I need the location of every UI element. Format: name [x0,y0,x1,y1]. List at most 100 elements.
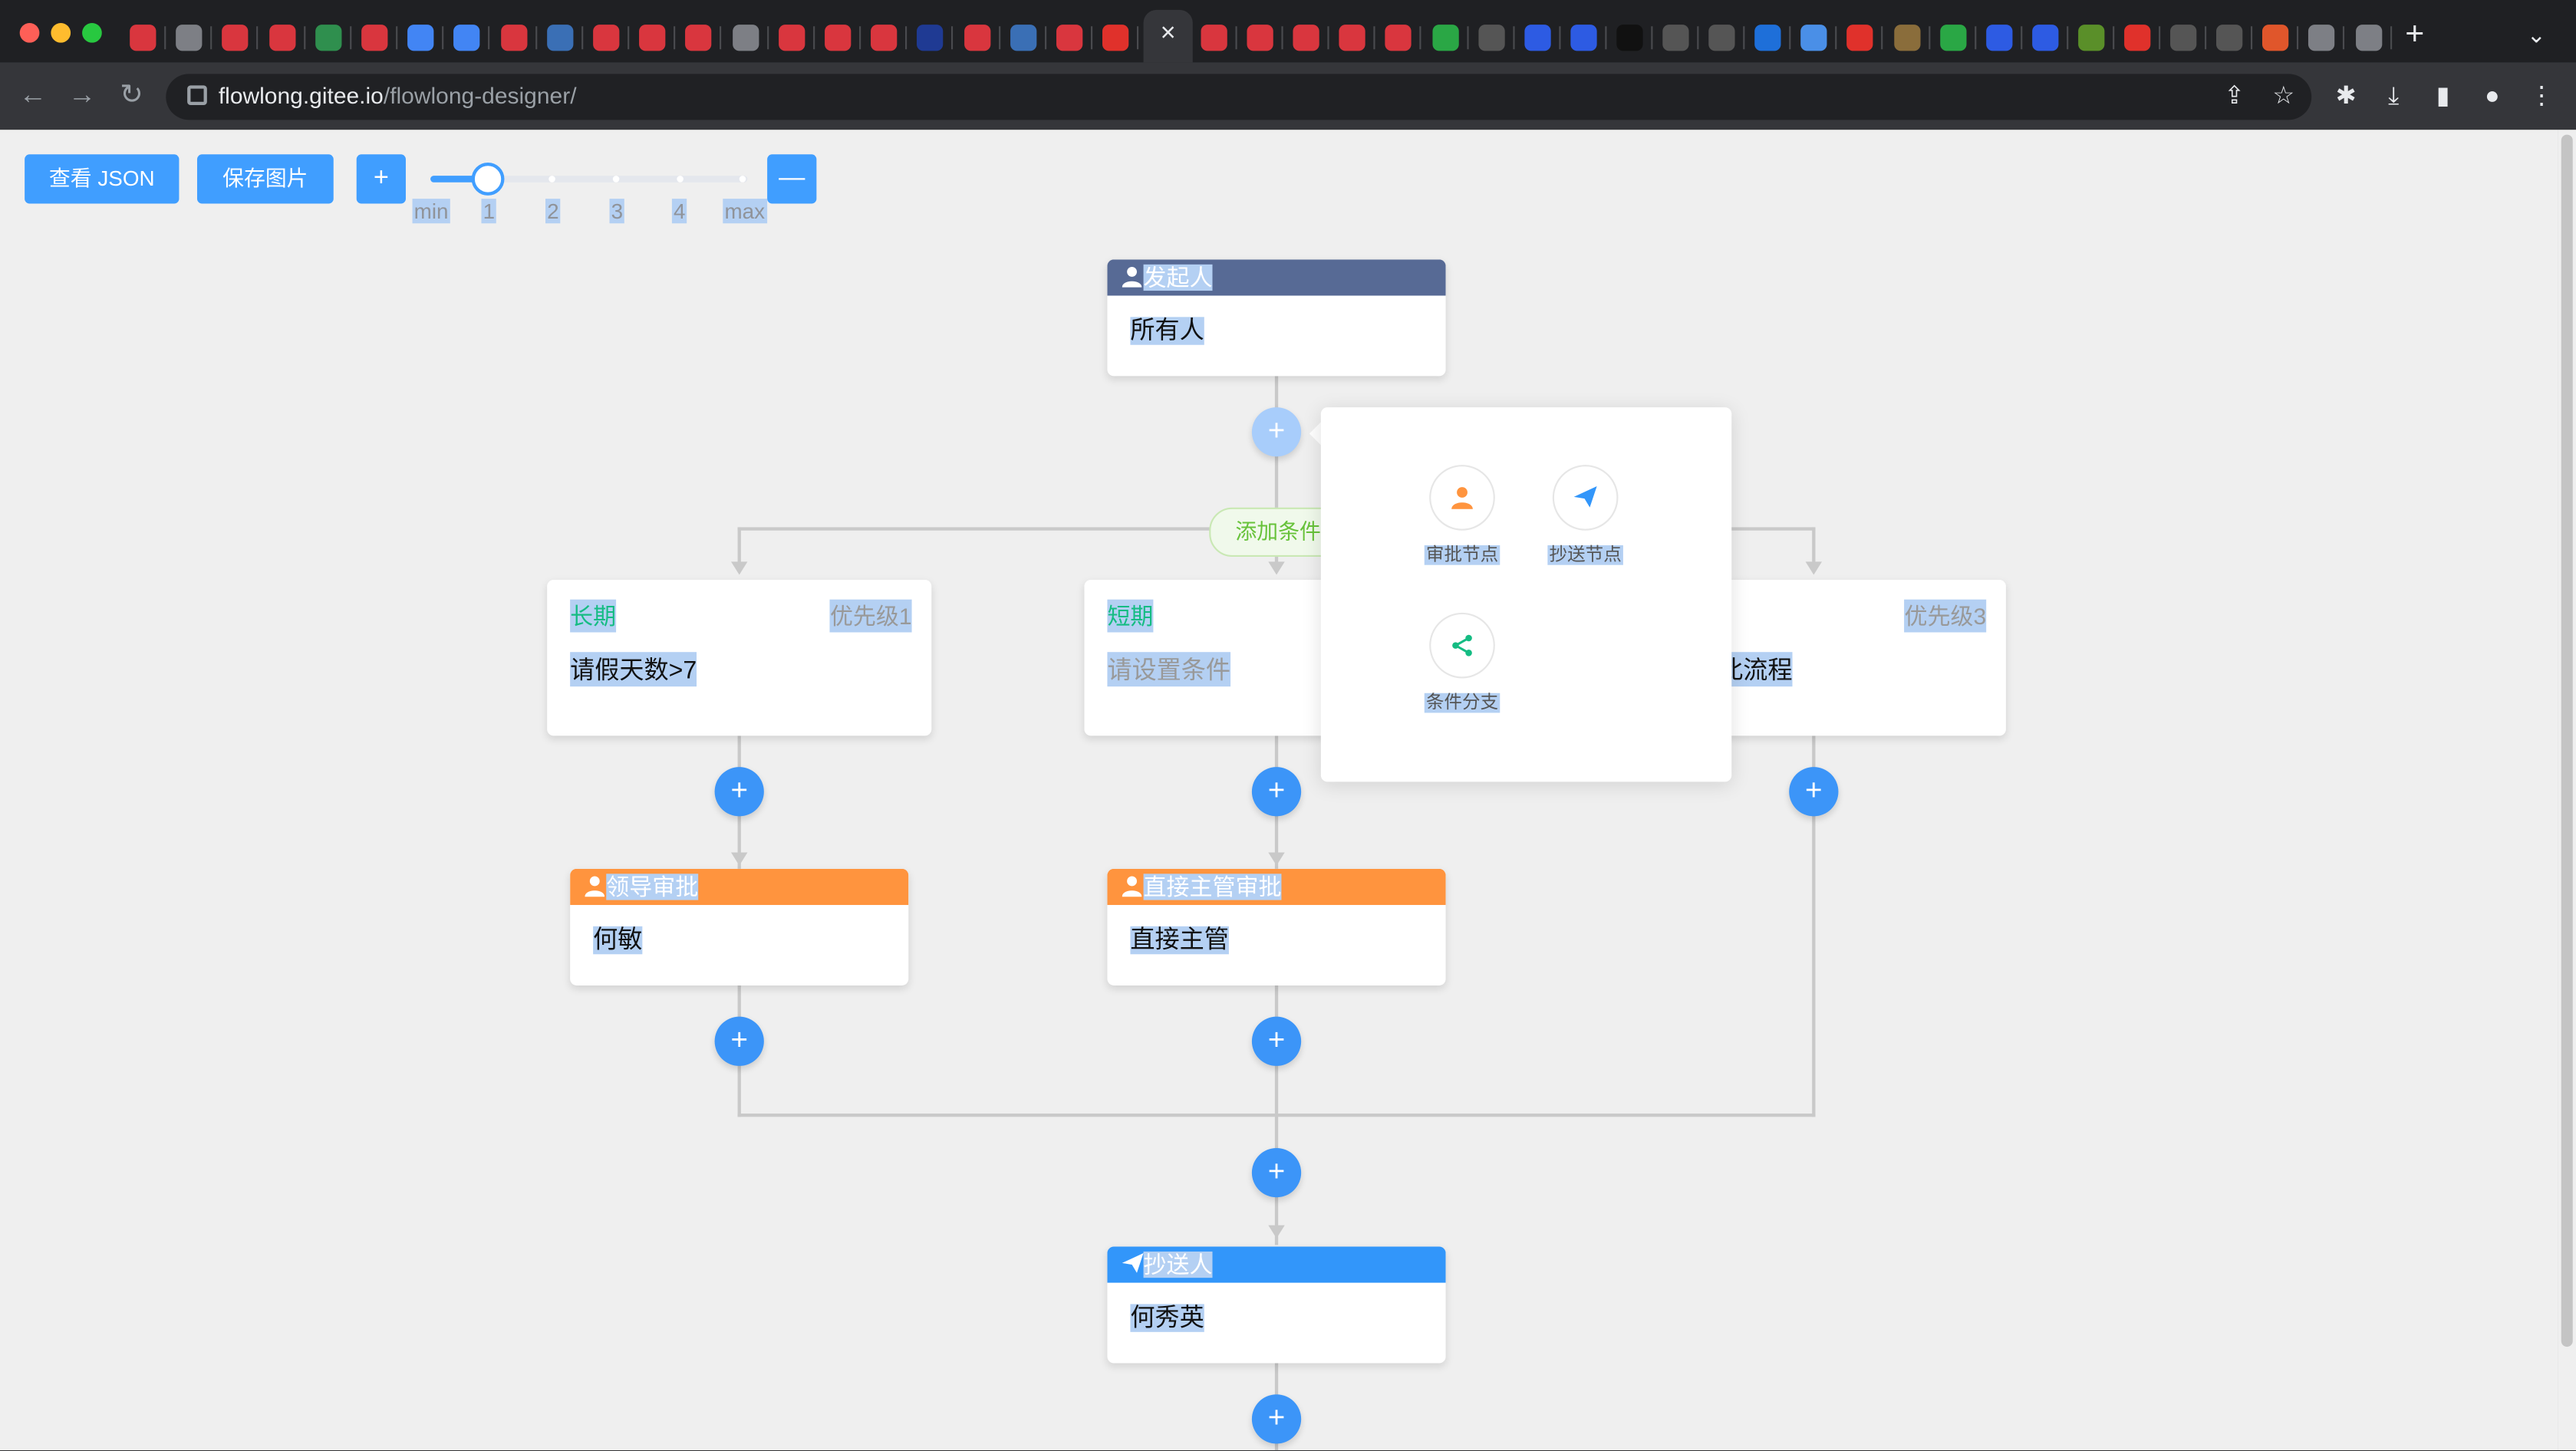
save-image-button[interactable]: 保存图片 [196,154,334,204]
cc-node[interactable]: 抄送人 何秀英 [1107,1246,1446,1364]
tab-favicon-icon[interactable] [1431,25,1458,51]
tab-favicon-icon[interactable] [315,25,342,51]
forward-arrow-icon[interactable]: → [68,78,97,110]
add-cc-node-option[interactable]: 抄送节点 [1520,465,1651,567]
url-text[interactable]: flowlong.gitee.io/flowlong-designer/ [219,82,577,108]
tab-favicon-icon[interactable] [222,25,249,51]
tab-favicon-icon[interactable] [1893,25,1920,51]
approver-node-leader[interactable]: 领导审批 何敏 [570,868,909,985]
add-node-button[interactable]: + [1251,767,1302,817]
tab-favicon-icon[interactable] [268,25,295,51]
tab-favicon-icon[interactable] [2077,25,2105,51]
tab-favicon-icon[interactable] [1708,25,1735,51]
tab-favicon-icon[interactable] [2308,25,2336,51]
side-panel-icon[interactable]: ▮ [2436,82,2450,110]
tab-favicon-icon[interactable] [1010,25,1036,51]
tab-favicon-icon[interactable] [1477,25,1504,51]
tab-favicon-icon[interactable] [964,25,990,51]
tab-favicon-icon[interactable] [1662,25,1689,51]
tab-favicon-icon[interactable] [871,25,898,51]
back-arrow-icon[interactable]: ← [18,78,48,110]
condition-branch-1[interactable]: 长期 优先级1 请假天数>7 [547,579,932,736]
share-page-icon[interactable]: ⇪ [2224,82,2245,110]
tab-favicon-icon[interactable] [176,25,203,51]
tab-favicon-icon[interactable] [2262,25,2289,51]
tab-favicon-icon[interactable] [1102,25,1129,51]
add-node-button[interactable]: + [1251,1147,1302,1198]
tab-favicon-icon[interactable] [453,25,481,51]
add-condition-branch-option[interactable]: 条件分支 [1396,612,1527,715]
start-node[interactable]: 发起人 所有人 [1107,259,1446,377]
tab-favicon-icon[interactable] [361,25,388,51]
tab-separator [349,26,351,50]
tab-separator [1327,26,1329,50]
window-close-button[interactable] [19,22,40,43]
add-node-button[interactable]: + [714,1016,764,1066]
tab-active[interactable] [1143,9,1193,63]
tab-favicon-icon[interactable] [732,25,759,51]
tab-favicon-icon[interactable] [639,25,666,51]
tab-favicon-icon[interactable] [1524,25,1551,51]
tab-favicon-icon[interactable] [778,25,805,51]
tab-favicon-icon[interactable] [546,25,573,51]
window-minimize-button[interactable] [51,22,71,43]
tab-favicon-icon[interactable] [130,25,156,51]
tab-favicon-icon[interactable] [1570,25,1597,51]
add-node-button[interactable]: + [714,767,764,817]
add-node-button[interactable]: + [1251,407,1302,457]
start-node-title: 发起人 [1143,264,1213,291]
add-node-button[interactable]: + [1251,1394,1302,1444]
tab-favicon-icon[interactable] [2031,25,2058,51]
tab-favicon-icon[interactable] [2354,25,2382,51]
zoom-slider[interactable] [430,176,748,183]
close-tab-icon[interactable]: × [1160,19,1176,48]
tab-favicon-icon[interactable] [1201,25,1227,51]
tab-favicon-icon[interactable] [1939,25,1966,51]
zoom-out-button[interactable]: — [767,154,817,204]
view-json-button[interactable]: 查看 JSON [25,154,180,204]
tab-favicon-icon[interactable] [407,25,434,51]
tab-favicon-icon[interactable] [1385,25,1412,51]
chrome-menu-icon[interactable]: ⋮ [2528,82,2555,110]
zoom-in-button[interactable]: + [356,154,406,204]
tab-favicon-icon[interactable] [2124,25,2151,51]
tab-favicon-icon[interactable] [500,25,527,51]
tab-favicon-icon[interactable] [1846,25,1874,51]
add-node-button[interactable]: + [1251,1016,1302,1066]
tab-favicon-icon[interactable] [1985,25,2012,51]
tab-favicon-icon[interactable] [1339,25,1366,51]
option-label: 审批节点 [1424,545,1500,565]
tab-favicon-icon[interactable] [825,25,852,51]
address-bar[interactable] [166,74,2312,120]
zoom-slider-thumb[interactable] [471,163,505,196]
tab-favicon-icon[interactable] [917,25,944,51]
tab-favicon-icon[interactable] [2216,25,2243,51]
tab-favicon-icon[interactable] [1293,25,1320,51]
person-icon [1451,487,1473,509]
tab-favicon-icon[interactable] [1754,25,1781,51]
slider-stop [612,176,620,183]
window-maximize-button[interactable] [82,22,102,43]
tab-favicon-icon[interactable] [593,25,620,51]
url-path: /flowlong-designer/ [383,82,577,109]
approver-node-supervisor[interactable]: 直接主管审批 直接主管 [1107,868,1446,985]
approver-node-content: 何敏 [593,926,643,955]
bookmark-star-icon[interactable]: ☆ [2272,82,2295,110]
connector-line [737,527,741,567]
download-icon[interactable]: ⤓ [2388,82,2400,110]
reload-icon[interactable]: ↻ [120,78,143,110]
extensions-icon[interactable]: ✱ [2335,82,2357,110]
tab-favicon-icon[interactable] [1800,25,1828,51]
add-node-button[interactable]: + [1789,767,1839,817]
tab-search-menu[interactable]: ⌄ [2526,21,2546,48]
tab-favicon-icon[interactable] [2170,25,2197,51]
profile-icon[interactable]: ● [2485,82,2500,110]
tab-favicon-icon[interactable] [1056,25,1083,51]
tab-favicon-icon[interactable] [1616,25,1643,51]
tab-separator [2159,26,2161,50]
scrollbar-thumb[interactable] [2561,134,2573,1347]
tab-favicon-icon[interactable] [1247,25,1273,51]
new-tab-button[interactable]: + [2405,16,2425,53]
tab-favicon-icon[interactable] [685,25,713,51]
add-approver-node-option[interactable]: 审批节点 [1396,465,1527,567]
